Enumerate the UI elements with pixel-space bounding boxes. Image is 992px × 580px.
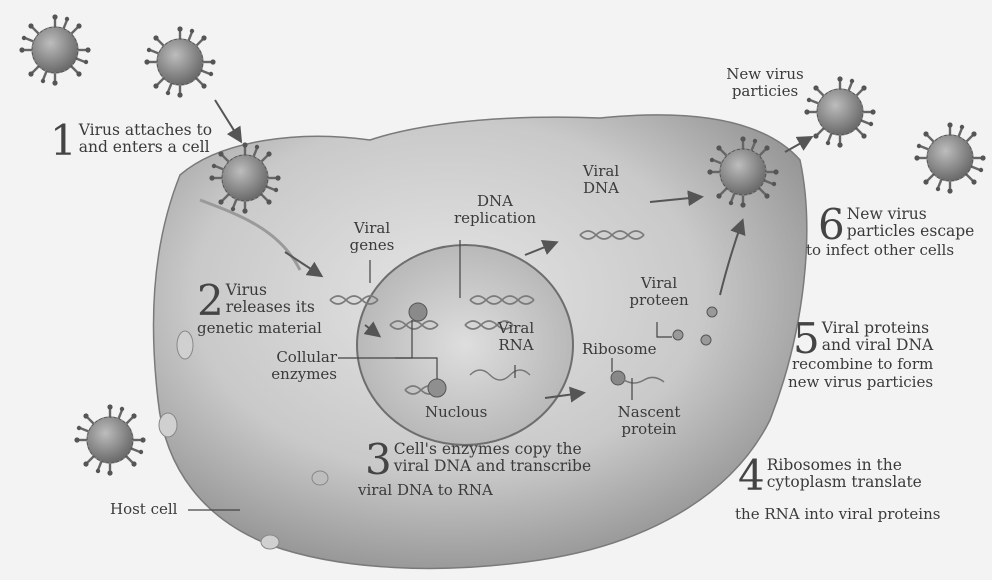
cellular-enzyme xyxy=(409,303,427,321)
step-3-number: 3 xyxy=(365,441,392,479)
viral-protein xyxy=(707,307,717,317)
step-5-line-4: new virus particies xyxy=(788,374,933,391)
step-4-line-3: the RNA into viral proteins xyxy=(735,506,940,523)
label-viral-genes-line-2: genes xyxy=(346,237,398,254)
step-2-number: 2 xyxy=(197,282,224,320)
label-viral-protein: Viral proteen xyxy=(625,275,693,309)
label-cellular-enzymes-line-2: enzymes xyxy=(255,366,337,383)
label-viral-dna-line-1: Viral xyxy=(578,163,624,180)
step-3-line-3: viral DNA to RNA xyxy=(358,482,493,499)
label-nascent-protein-line-1: Nascent xyxy=(612,404,686,421)
step-1-number: 1 xyxy=(50,122,77,160)
label-viral-dna: Viral DNA xyxy=(578,163,624,197)
step-6-line-3: to infect other cells xyxy=(806,242,954,259)
step-5-number: 5 xyxy=(793,320,820,358)
label-dna-replication: DNA replication xyxy=(445,193,545,227)
label-dna-replication-line-2: replication xyxy=(445,210,545,227)
label-new-virus: New virus particies xyxy=(720,66,810,100)
label-viral-genes: Viral genes xyxy=(346,220,398,254)
label-nucleus: Nuclous xyxy=(425,404,487,421)
virus-particle-entering xyxy=(209,142,280,213)
step-3-line-1: Cell's enzymes copy the xyxy=(394,441,591,458)
ribosome xyxy=(611,371,625,385)
step-6-number: 6 xyxy=(818,206,845,244)
step-4-line-2: cytoplasm translate xyxy=(767,474,922,491)
viral-protein xyxy=(701,335,711,345)
label-host-cell: Host cell xyxy=(110,501,177,518)
label-viral-protein-line-1: Viral xyxy=(625,275,693,292)
label-viral-protein-line-2: proteen xyxy=(625,292,693,309)
step-5-line-2: and viral DNA xyxy=(822,337,934,354)
step-1-line-2: and enters a cell xyxy=(79,139,212,156)
label-viral-rna-line-1: Viral xyxy=(492,320,540,337)
step-2-line-3: genetic material xyxy=(197,320,322,337)
label-viral-dna-line-2: DNA xyxy=(578,180,624,197)
label-dna-replication-line-1: DNA xyxy=(445,193,545,210)
label-viral-rna: Viral RNA xyxy=(492,320,540,354)
viral-protein xyxy=(673,330,683,340)
cell-bump xyxy=(261,535,279,549)
label-cellular-enzymes-line-1: Collular xyxy=(255,349,337,366)
step-5-line-3: recombine to form xyxy=(792,356,933,373)
step-3-line-2: viral DNA and transcribe xyxy=(394,458,591,475)
step-6-line-2: particles escape xyxy=(847,223,975,240)
label-ribosome: Ribosome xyxy=(582,341,657,358)
label-nascent-protein-line-2: protein xyxy=(612,421,686,438)
step-5-line-1: Viral proteins xyxy=(822,320,934,337)
virus-particle-assembled xyxy=(707,136,778,207)
step-2-line-2: releases its xyxy=(226,299,315,316)
new-virus-particle xyxy=(804,76,875,147)
cell-bump xyxy=(159,413,177,437)
step-1-line-1: Virus attaches to xyxy=(79,122,212,139)
cell-bump xyxy=(177,331,193,359)
step-4-number: 4 xyxy=(738,457,765,495)
cell-bump xyxy=(312,471,328,485)
label-viral-rna-line-2: RNA xyxy=(492,337,540,354)
label-nascent-protein: Nascent protein xyxy=(612,404,686,438)
label-new-virus-line-1: New virus xyxy=(720,66,810,83)
new-virus-particle xyxy=(914,122,985,193)
nucleolus xyxy=(428,379,446,397)
label-new-virus-line-2: particies xyxy=(720,83,810,100)
step-2-line-1: Virus xyxy=(226,282,315,299)
label-cellular-enzymes: Collular enzymes xyxy=(255,349,337,383)
virus-particle xyxy=(144,26,215,97)
step-4-line-1: Ribosomes in the xyxy=(767,457,922,474)
label-viral-genes-line-1: Viral xyxy=(346,220,398,237)
step-6-line-1: New virus xyxy=(847,206,975,223)
virus-particle xyxy=(19,14,90,85)
virus-particle xyxy=(74,404,145,475)
